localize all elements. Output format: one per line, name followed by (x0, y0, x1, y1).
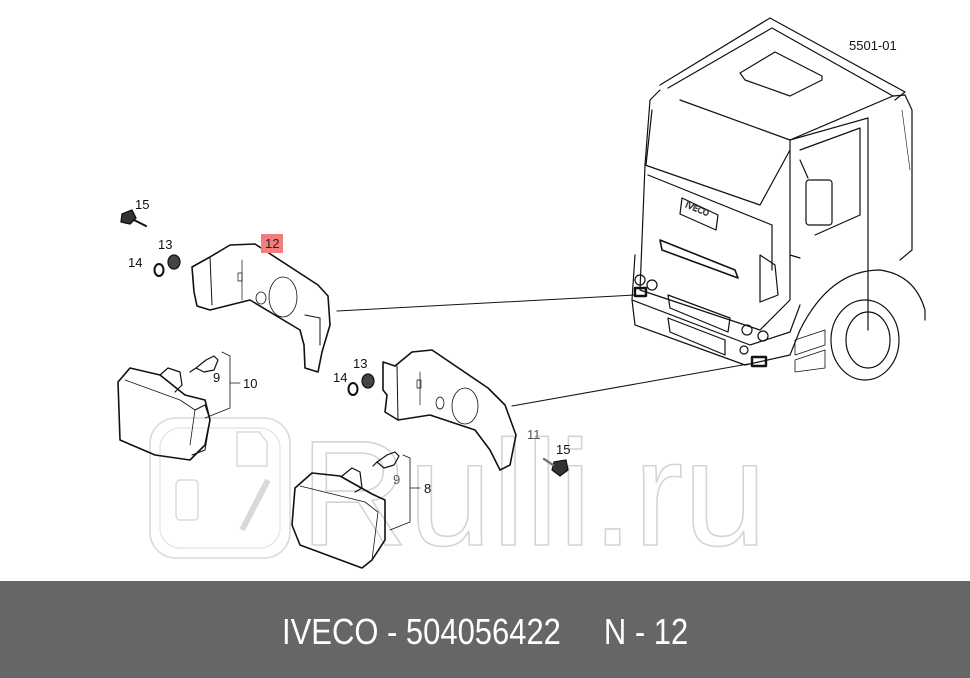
part-caption: IVECO - 504056422 N - 12 (281, 610, 689, 652)
part-8-fog-lamp-right (291, 467, 386, 569)
callout-10[interactable]: 10 (243, 376, 258, 391)
truck-cab-illustration: IVECO (631, 17, 926, 381)
part-info-footer: IVECO - 504056422 N - 12 (0, 581, 970, 678)
exploded-view-drawing: IVECO (117, 17, 926, 569)
callout-14-upper[interactable]: 14 (128, 255, 143, 270)
part-10-fog-lamp-left (117, 367, 211, 461)
diagram-number: 5501-01 (849, 38, 897, 53)
part-11-bracket (382, 349, 517, 471)
callout-9-upper[interactable]: 9 (213, 370, 221, 385)
callout-12-highlighted[interactable]: 12 (261, 234, 284, 253)
callout-13-lower[interactable]: 13 (353, 356, 368, 371)
callout-14-lower[interactable]: 14 (333, 370, 348, 385)
part-13-14-lower (347, 373, 375, 396)
parts-diagram-canvas: Rulli.ru (117, 17, 926, 578)
callout-11[interactable]: 11 (527, 427, 541, 442)
part-9-bulb-upper (189, 355, 219, 373)
callout-13-upper[interactable]: 13 (158, 237, 173, 252)
part-13-14-upper (153, 254, 181, 277)
part-15-screw-upper (120, 209, 147, 227)
callout-9-lower[interactable]: 9 (393, 472, 401, 487)
svg-text:IVECO: IVECO (684, 200, 710, 218)
callout-8[interactable]: 8 (424, 481, 432, 496)
callout-15-lower[interactable]: 15 (556, 442, 571, 457)
callout-15-upper[interactable]: 15 (135, 197, 150, 212)
part-9-bulb-lower (372, 451, 400, 469)
part-12-bracket (191, 243, 331, 373)
part-15-screw-lower (542, 457, 569, 477)
